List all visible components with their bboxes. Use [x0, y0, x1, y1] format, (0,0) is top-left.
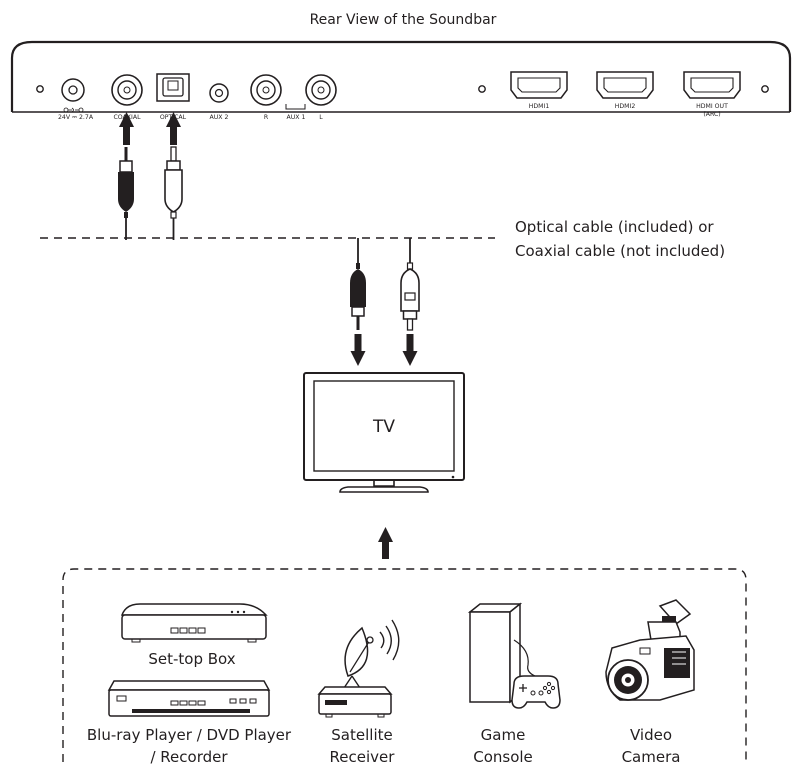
aux1-r-label: R: [264, 114, 269, 121]
optical-plug-tv: [400, 238, 420, 331]
set-top-box-icon: [120, 603, 268, 643]
hdmi-out-arc-label: (ARC): [703, 111, 720, 118]
arrow-up-optical-icon: [166, 112, 181, 145]
hdmi-out-arc-port: [683, 71, 741, 99]
coaxial-port: [111, 74, 143, 106]
gamepad-icon: [511, 675, 561, 709]
satellite-label-line1: Satellite: [331, 726, 392, 744]
tv-label: TV: [372, 417, 395, 437]
hdmi2-port: [596, 71, 654, 99]
screw-hole-left: [36, 85, 44, 93]
satellite-label-line2: Receiver: [330, 748, 396, 766]
bluray-label-line1: Blu-ray Player / DVD Player: [87, 726, 292, 744]
diagram-title: Rear View of the Soundbar: [310, 12, 497, 28]
soundbar-rear-panel: 24V ⎓ 2.7A COAXIAL OPTICAL AUX 2 R: [10, 40, 792, 121]
arrow-down-optical-icon: [402, 334, 418, 366]
satellite-dish-icon: [343, 619, 400, 689]
hdmi1-port: [510, 71, 568, 99]
screw-hole-middle: [478, 85, 486, 93]
cable-note-line1: Optical cable (included) or: [515, 218, 714, 236]
cable-note-line2: Coaxial cable (not included): [515, 242, 725, 260]
hdmi-out-label: HDMI OUT: [696, 103, 728, 110]
aux1-bracket: [285, 104, 306, 110]
aux1-l-port: [305, 74, 337, 106]
aux2-port: [209, 83, 229, 103]
video-camera-label-line1: Video: [630, 726, 672, 744]
screw-hole-right: [761, 85, 769, 93]
optical-port: [156, 73, 190, 102]
optical-plug-soundbar: [164, 146, 183, 240]
dc-polarity-icon: [63, 107, 84, 113]
hdmi1-label: HDMI1: [529, 103, 550, 110]
bluray-label-line2: / Recorder: [150, 748, 228, 766]
game-console-label-line2: Console: [473, 748, 533, 766]
dc-power-port: 24V ⎓ 2.7A: [58, 78, 94, 121]
arrow-up-sources-icon: [378, 527, 393, 559]
aux1-label: AUX 1: [287, 114, 306, 121]
hdmi2-label: HDMI2: [615, 103, 636, 110]
source-devices-box: [62, 568, 747, 762]
arrow-down-coaxial-icon: [350, 334, 366, 366]
aux2-port-label: AUX 2: [210, 114, 229, 121]
satellite-receiver-icon: [317, 619, 400, 718]
game-console-label-line1: Game: [481, 726, 526, 744]
arrow-up-coaxial-icon: [119, 112, 134, 145]
aux1-r-port: [250, 74, 282, 106]
video-camera-label-line2: Camera: [622, 748, 681, 766]
game-console-icon: [467, 602, 561, 709]
dc-power-label: 24V ⎓ 2.7A: [58, 114, 94, 121]
tv-illustration: [303, 372, 465, 493]
set-top-box-label: Set-top Box: [148, 650, 235, 668]
video-camera-icon: [605, 599, 695, 701]
bluray-player-icon: [107, 680, 271, 717]
coaxial-plug-soundbar: [118, 147, 134, 240]
coaxial-plug-tv: [350, 238, 366, 330]
aux1-l-label: L: [319, 114, 323, 121]
